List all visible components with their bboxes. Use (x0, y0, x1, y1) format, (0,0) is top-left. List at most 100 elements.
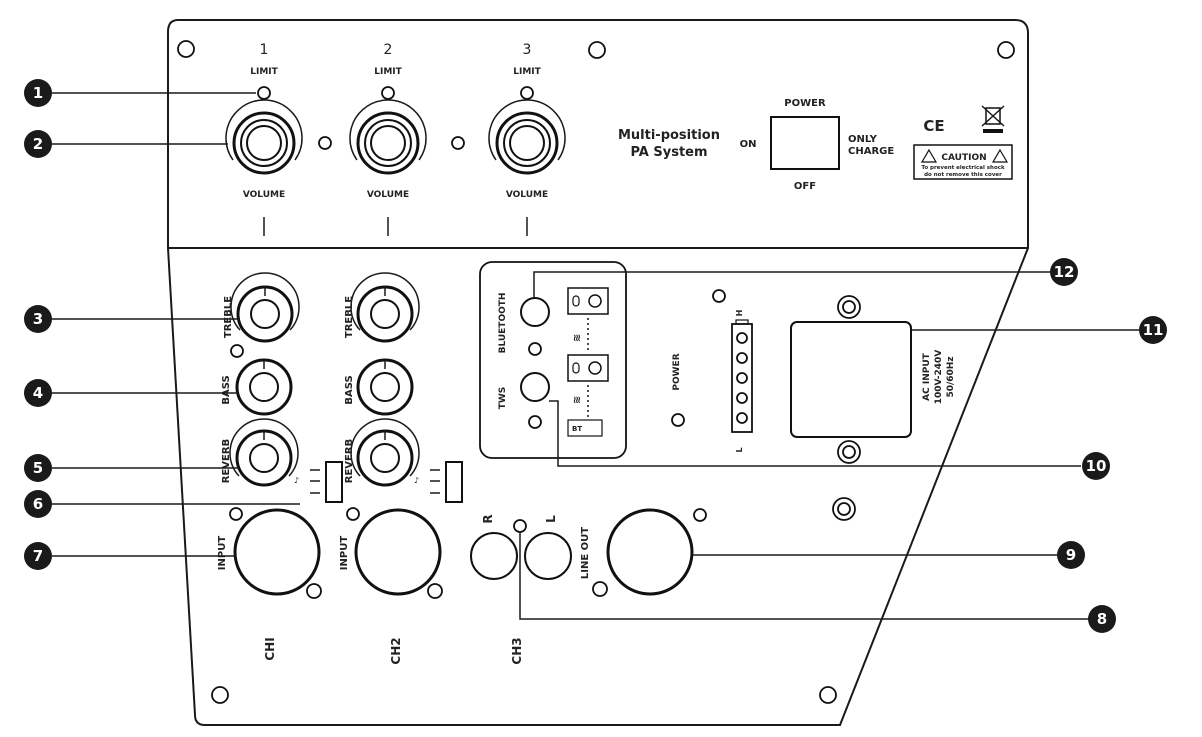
ch3-label: CH3 (510, 637, 524, 664)
guitar-mic-icon: ♪ (294, 476, 299, 485)
channel-1-limit-led (257, 86, 271, 100)
bluetooth-pairing-diagram (567, 287, 609, 437)
xlr-latch-icon (427, 583, 443, 599)
ch3-r-label: R (481, 514, 495, 523)
screw-icon (211, 686, 229, 704)
channel-2-volume-knob[interactable] (349, 99, 427, 175)
caution-text-2: do not remove this cover (924, 172, 1002, 178)
svg-text:6: 6 (33, 495, 43, 513)
ch2-input-label: INPUT (339, 536, 350, 571)
wifi-signal-icon: ≋ (572, 334, 583, 342)
ch1-bass-knob[interactable] (235, 358, 293, 416)
ac-input-voltage: 100V-240V (934, 350, 944, 405)
callout-marker-11: 11 (1139, 316, 1167, 344)
power-switch[interactable] (770, 116, 840, 170)
bluetooth-label: BLUETOOTH (498, 293, 508, 354)
channel-1-volume-label: VOLUME (243, 190, 285, 200)
ch2-input-selector-switch[interactable] (430, 461, 463, 503)
xlr-latch-icon (306, 583, 322, 599)
channel-2-limit-label: LIMIT (374, 67, 402, 77)
ch2-bass-knob[interactable] (356, 358, 414, 416)
ch3-l-label: L (544, 515, 558, 523)
svg-text:10: 10 (1086, 457, 1107, 475)
ch1-xlr-input[interactable] (233, 508, 321, 596)
ch2-xlr-input[interactable] (354, 508, 442, 596)
screw-icon (819, 686, 837, 704)
ch1-input-label: INPUT (217, 536, 228, 571)
line-out-label: LINE OUT (580, 527, 591, 579)
xlr-latch-icon (592, 581, 608, 597)
power-switch-charge-label: CHARGE (848, 146, 894, 157)
channel-1-number: 1 (260, 42, 269, 58)
caution-title: CAUTION (941, 153, 986, 163)
svg-text:11: 11 (1143, 321, 1164, 339)
led-icon (451, 136, 465, 150)
screw-icon (837, 502, 851, 516)
led-icon (230, 344, 244, 358)
svg-text:12: 12 (1054, 263, 1075, 281)
screw-icon (588, 41, 606, 59)
power-switch-on-label: ON (740, 139, 757, 150)
screw-icon (177, 40, 195, 58)
callout-marker-8: 8 (1088, 605, 1116, 633)
power-led (671, 413, 685, 427)
svg-text:3: 3 (33, 310, 43, 328)
bt-label: BT (572, 425, 582, 433)
ch3-r-rca-input[interactable] (470, 532, 518, 580)
channel-3-limit-label: LIMIT (513, 67, 541, 77)
screw-icon (842, 300, 856, 314)
callout-marker-4: 4 (24, 379, 52, 407)
svg-text:7: 7 (33, 547, 43, 565)
battery-low-label: L (735, 447, 744, 452)
led-icon (693, 508, 707, 522)
ch2-treble-knob[interactable] (350, 272, 420, 343)
ac-input-frequency: 50/60Hz (946, 356, 956, 397)
channel-1-volume-knob[interactable] (225, 99, 303, 175)
ch1-reverb-label: REVERB (221, 439, 232, 483)
ch1-treble-knob[interactable] (230, 272, 300, 343)
guitar-mic-icon: ♪ (414, 476, 419, 485)
callout-marker-12: 12 (1050, 258, 1078, 286)
tws-button[interactable] (520, 372, 550, 402)
channel-3-volume-label: VOLUME (506, 190, 548, 200)
line-out-xlr[interactable] (606, 508, 694, 596)
ch1-input-selector-switch[interactable] (310, 461, 343, 503)
callout-marker-2: 2 (24, 130, 52, 158)
led-icon (318, 136, 332, 150)
ch2-label: CH2 (389, 637, 403, 664)
led-icon (712, 289, 726, 303)
warning-icon (991, 148, 1009, 163)
ch2-reverb-label: REVERB (344, 439, 355, 483)
callout-marker-7: 7 (24, 542, 52, 570)
ch1-reverb-knob[interactable] (229, 418, 299, 487)
bluetooth-button[interactable] (520, 297, 550, 327)
callout-marker-1: 1 (24, 79, 52, 107)
panel-outline (167, 19, 1029, 726)
callout-marker-5: 5 (24, 454, 52, 482)
screw-icon (997, 41, 1015, 59)
ch3-l-rca-input[interactable] (524, 532, 572, 580)
ac-input-label: AC INPUT (922, 352, 932, 400)
channel-2-limit-led (381, 86, 395, 100)
ch2-reverb-knob[interactable] (350, 418, 420, 487)
power-indicator-label: POWER (672, 353, 682, 390)
svg-text:2: 2 (33, 135, 43, 153)
battery-high-label: H (735, 310, 744, 317)
product-name-line2: PA System (630, 145, 707, 160)
warning-icon (920, 148, 938, 163)
callout-marker-6: 6 (24, 490, 52, 518)
led-icon (229, 507, 243, 521)
ac-input-socket[interactable] (790, 321, 912, 438)
callout-marker-9: 9 (1057, 541, 1085, 569)
ch2-treble-label: TREBLE (344, 296, 355, 338)
svg-text:4: 4 (33, 384, 43, 402)
power-switch-off-label: OFF (794, 181, 816, 192)
battery-level-indicator (731, 319, 753, 433)
svg-text:1: 1 (33, 84, 43, 102)
ce-mark: CE (923, 117, 944, 135)
channel-3-volume-knob[interactable] (488, 99, 566, 175)
ch1-label: CHI (263, 637, 277, 660)
callout-marker-10: 10 (1082, 452, 1110, 480)
product-name-line1: Multi-position (618, 128, 720, 143)
callout-marker-3: 3 (24, 305, 52, 333)
